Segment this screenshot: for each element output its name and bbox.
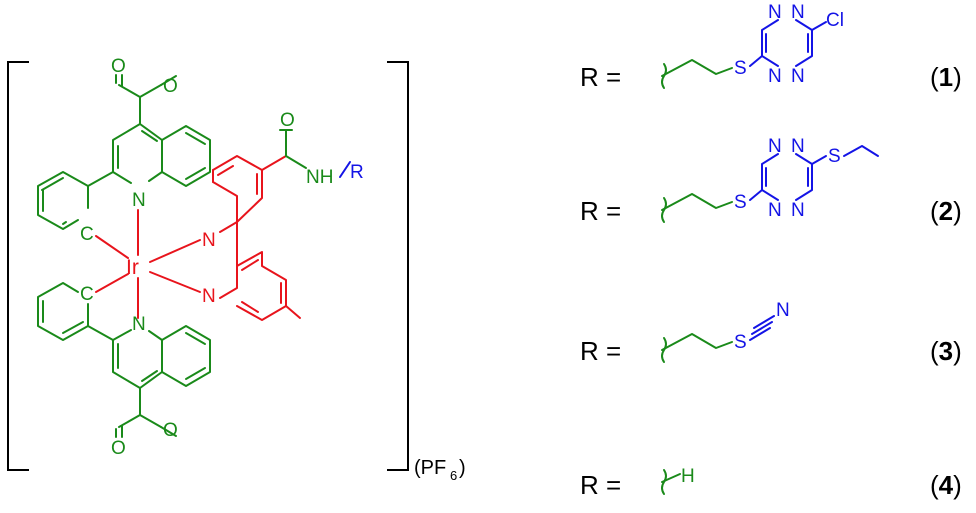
tetrazine-n-2d: N: [791, 200, 805, 221]
counterion-subscript: 6: [450, 468, 457, 483]
r-equals-1: R =: [580, 62, 621, 92]
ethyl-chain-3: [661, 333, 733, 351]
ethyl-chain-1: [661, 59, 733, 77]
chloro-end-1: Cl: [826, 10, 844, 31]
upper-ligand-atoms: O O N C: [80, 56, 178, 245]
lower-ester-o: O: [163, 420, 178, 441]
r-equals-2: R =: [580, 196, 621, 226]
amide-o: O: [280, 110, 295, 131]
compound-label-4: (4): [930, 470, 962, 500]
bipyridine-atoms: N N: [202, 230, 216, 307]
tetrazine-n-1a: N: [768, 2, 782, 23]
iridium-coordination-bonds: [95, 209, 201, 319]
tetrazine-n-1b: N: [791, 2, 805, 23]
bipyridine-n-lower: N: [202, 286, 216, 307]
upper-quinoline-n: N: [132, 190, 146, 211]
tetrazine-n-1c: N: [768, 66, 782, 87]
bipyridine-n-upper: N: [202, 230, 216, 251]
compound-label-2: (2): [930, 196, 962, 226]
upper-ester-carbonyl-o: O: [111, 56, 126, 77]
thioether-s-1: S: [734, 58, 747, 79]
ethyl-chain-2: [661, 193, 733, 211]
cyano-n-3: N: [776, 300, 790, 321]
right-bracket: [387, 61, 409, 471]
counterion-text: (PF: [414, 457, 446, 479]
iridium-atom: Ir: [126, 256, 139, 279]
lower-ligand-atoms: C N O O: [80, 284, 178, 459]
counterion-close: ): [459, 457, 466, 479]
cyano-triple-bond-3: [749, 315, 775, 341]
compound-label-1: (1): [930, 62, 962, 92]
left-bracket: [7, 61, 29, 471]
thiocyanate-s-3: S: [734, 332, 747, 353]
bipyridine-ligand: [212, 155, 301, 321]
thioether-s-2: S: [734, 192, 747, 213]
lower-ester-carbonyl-o: O: [111, 438, 126, 459]
upper-quinoline-ligand: [37, 74, 211, 230]
amide-linker: [279, 129, 307, 169]
upper-phenyl-c: C: [80, 224, 94, 245]
r-equals-3: R =: [580, 336, 621, 366]
lower-phenyl-c: C: [80, 284, 94, 305]
lower-quinoline-ligand: [37, 282, 211, 438]
tetrazine-n-2c: N: [768, 200, 782, 221]
substituent-row-1: R = S N N N N Cl (1): [580, 2, 962, 92]
hydrogen-4: H: [681, 466, 695, 487]
amide-nh: NH: [306, 167, 333, 188]
thioether-s-2-end: S: [828, 146, 841, 167]
lower-quinoline-n: N: [132, 314, 146, 335]
r-equals-4: R =: [580, 470, 621, 500]
tetrazine-n-2b: N: [791, 136, 805, 157]
substituent-row-3: R = S N (3): [580, 300, 962, 366]
amide-to-r-bond: [339, 161, 351, 178]
tetrazine-n-1d: N: [791, 66, 805, 87]
h-bond-4: [661, 473, 681, 483]
tetrazine-n-2a: N: [768, 136, 782, 157]
counterion-label: (PF 6 ): [414, 457, 466, 483]
amide-atoms: O NH: [280, 110, 333, 188]
compound-label-3: (3): [930, 336, 962, 366]
substituent-row-2: R = S N N N N S (2): [580, 136, 962, 226]
substituent-row-4: R = H (4): [580, 466, 962, 500]
upper-ester-o: O: [163, 76, 178, 97]
amide-r-group: R: [350, 162, 364, 183]
